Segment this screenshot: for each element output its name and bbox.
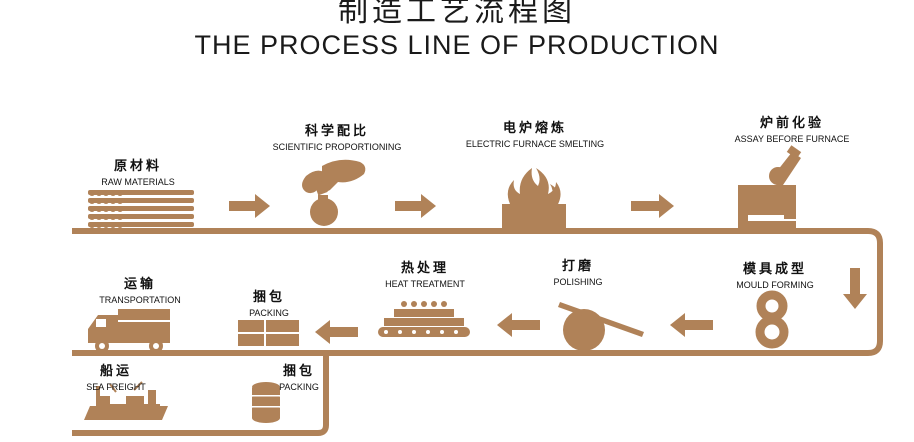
step-label-sea-freight: 船运 SEA FREIGHT xyxy=(76,360,156,392)
step-name-cn: 炉前化验 xyxy=(759,116,824,131)
step-label-heat-treatment: 热处理 HEAT TREATMENT xyxy=(370,257,480,289)
step-name-en: PACKING xyxy=(279,382,319,392)
raw-materials-icon xyxy=(88,190,194,228)
polishing-wheel-icon xyxy=(558,302,644,351)
arrow-left-icon xyxy=(670,313,713,337)
step-name-cn: 电炉熔炼 xyxy=(502,121,567,136)
step-name-en: ASSAY BEFORE FURNACE xyxy=(734,134,850,144)
step-name-cn: 热处理 xyxy=(400,261,449,276)
step-label-proportioning: 科学配比 SCIENTIFIC PROPORTIONING xyxy=(257,120,417,152)
ship-icon xyxy=(84,381,168,420)
step-label-polishing: 打磨 POLISHING xyxy=(538,255,618,287)
step-label-bundle-packing: 捆包 PACKING xyxy=(234,286,304,318)
heat-treatment-conveyor-icon xyxy=(378,301,470,337)
flow-track-bottom xyxy=(72,353,329,436)
step-name-cn: 科学配比 xyxy=(304,124,369,139)
step-label-mould-forming: 模具成型 MOULD FORMING xyxy=(722,258,828,290)
proportioning-hand-icon xyxy=(302,159,366,226)
step-name-en: PACKING xyxy=(249,308,289,318)
arrow-right-icon xyxy=(229,194,270,218)
step-name-cn: 船运 xyxy=(99,364,132,379)
mould-rings-icon xyxy=(755,290,789,349)
step-name-cn: 捆包 xyxy=(282,364,315,379)
step-name-en: HEAT TREATMENT xyxy=(385,279,465,289)
step-name-en: SEA FREIGHT xyxy=(86,382,146,392)
step-name-cn: 捆包 xyxy=(252,290,285,305)
title-chinese: 制造工艺流程图 xyxy=(338,0,576,29)
step-name-cn: 打磨 xyxy=(561,259,594,274)
arrow-left-icon xyxy=(497,313,540,337)
microscope-icon xyxy=(738,145,802,229)
step-name-en: MOULD FORMING xyxy=(736,280,814,290)
step-label-disc-packing: 捆包 PACKING xyxy=(268,360,330,392)
step-name-en: POLISHING xyxy=(553,277,603,287)
step-name-en: ELECTRIC FURNACE SMELTING xyxy=(465,139,605,149)
truck-icon xyxy=(88,309,170,353)
step-name-en: SCIENTIFIC PROPORTIONING xyxy=(272,142,402,152)
step-name-cn: 模具成型 xyxy=(742,262,807,277)
step-label-raw-materials: 原材料 RAW MATERIALS xyxy=(88,155,188,187)
step-name-cn: 运输 xyxy=(123,277,156,292)
furnace-flame-icon xyxy=(502,168,566,229)
step-label-furnace-smelting: 电炉熔炼 ELECTRIC FURNACE SMELTING xyxy=(450,117,620,149)
arrow-right-icon xyxy=(395,194,436,218)
flow-track-top xyxy=(72,228,883,356)
title-english: THE PROCESS LINE OF PRODUCTION xyxy=(194,30,720,60)
arrow-right-icon xyxy=(631,194,674,218)
arrow-down-icon xyxy=(843,268,867,309)
step-name-en: TRANSPORTATION xyxy=(99,295,181,305)
step-label-assay: 炉前化验 ASSAY BEFORE FURNACE xyxy=(724,112,860,144)
step-name-en: RAW MATERIALS xyxy=(101,177,175,187)
stacked-discs-icon xyxy=(252,382,280,423)
step-label-transportation: 运输 TRANSPORTATION xyxy=(84,273,196,305)
arrow-left-icon xyxy=(315,320,358,344)
step-name-cn: 原材料 xyxy=(113,159,162,174)
bundle-packing-icon xyxy=(238,320,299,346)
